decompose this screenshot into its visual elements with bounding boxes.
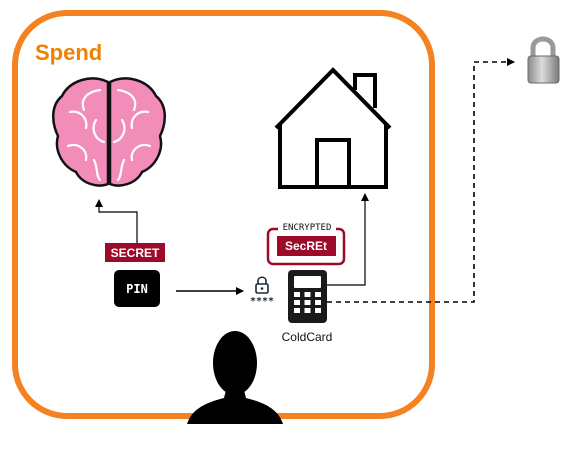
pin-box xyxy=(114,270,160,307)
pin-to-brain-connector xyxy=(95,199,138,243)
house-icon xyxy=(274,67,392,189)
secret-mixed-tag xyxy=(277,236,336,256)
spend-title: Spend xyxy=(35,40,102,65)
person-icon xyxy=(187,331,283,424)
brain-icon xyxy=(52,77,166,187)
pin-label: PIN xyxy=(126,282,148,296)
coldcard-to-padlock-dashed xyxy=(327,58,515,303)
encrypted-label: ENCRYPTED xyxy=(283,223,332,233)
calculator-icon xyxy=(288,270,327,323)
secret-tag-label: SECRET xyxy=(111,246,160,260)
small-lock-icon xyxy=(255,276,269,294)
coldcard-to-house-connector xyxy=(327,193,369,286)
secret-mixed-label: SecREt xyxy=(285,239,327,253)
masked-pin: **** xyxy=(250,296,274,307)
secret-tag xyxy=(105,243,165,262)
coldcard-label: ColdCard xyxy=(282,330,333,344)
encrypted-label-bg xyxy=(278,222,336,232)
padlock-icon xyxy=(527,36,560,84)
